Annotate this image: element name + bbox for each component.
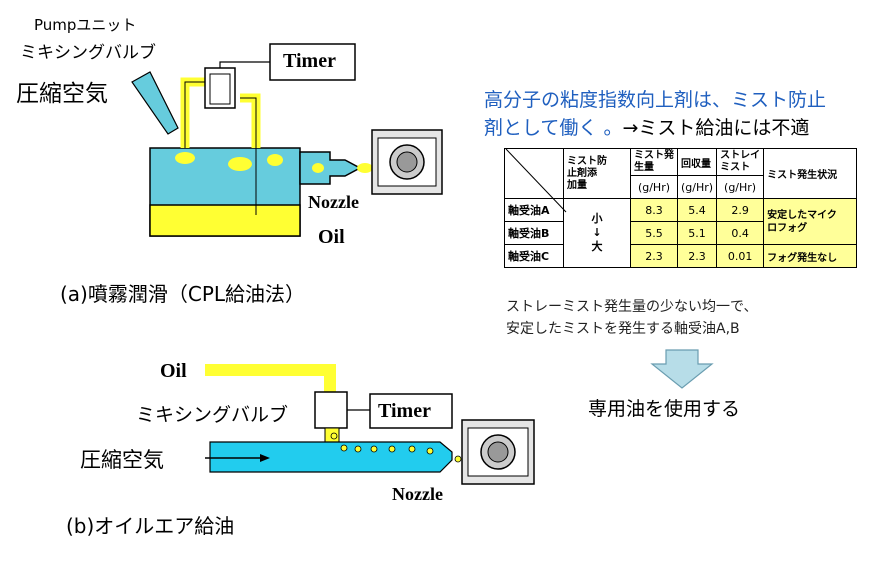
unit-stray: (g/Hr) (716, 175, 765, 199)
cell-c-stray: 0.01 (716, 244, 765, 268)
unit-recovery: (g/Hr) (676, 175, 718, 199)
mist-outlet-pipe (299, 151, 362, 185)
header-additive: ミスト防止剤添加量 (563, 148, 631, 199)
cell-b-recovery: 5.1 (676, 221, 718, 245)
oil-supply-pipe-b (205, 364, 336, 392)
header-recovery: 回収量 (676, 148, 718, 176)
air-flow-arrow (260, 454, 270, 462)
oil-label-a: Oil (318, 226, 345, 248)
caption-b: (b)オイルエア給油 (66, 514, 235, 538)
air-oil-pipe (209, 441, 453, 473)
bearing-a (371, 129, 443, 195)
timer-box-b (369, 393, 453, 429)
additive-scale: 小↓大 (563, 198, 631, 268)
nozzle-label-b: Nozzle (392, 484, 443, 504)
note-line1: ストレーミスト発生量の少ない均一で、 (506, 299, 758, 315)
status-ab: 安定したマイクロフォグ (763, 198, 858, 245)
conclusion-text: 専用油を使用する (588, 398, 741, 420)
mixing-valve-label-b: ミキシングバルブ (136, 404, 289, 426)
mist-particles-a (175, 152, 373, 173)
timer-box-a (269, 43, 356, 81)
cell-a-stray: 2.9 (716, 198, 765, 222)
cell-b-stray: 0.4 (716, 221, 765, 245)
row-name-b: 軸受油B (504, 221, 564, 245)
pump-unit-label: Pumpユニット (34, 16, 137, 34)
air-label-b: 圧縮空気 (80, 448, 164, 472)
row-name-c: 軸受油C (504, 244, 564, 268)
oil-droplets-b (330, 432, 462, 463)
header-stray: ストレイミスト (716, 148, 765, 176)
timer-label-b: Timer (378, 400, 431, 422)
headline-line2: 剤として働く 。→ミスト給油には不適 (484, 117, 810, 139)
cell-a-mist: 8.3 (630, 198, 678, 222)
headline-line1: 高分子の粘度指数向上剤は、ミスト防止 (484, 89, 827, 111)
air-inlet-pipe (131, 71, 179, 135)
cell-c-mist: 2.3 (630, 244, 678, 268)
note-line2: 安定したミストを発生する軸受油A,B (506, 321, 740, 337)
timer-label-a: Timer (283, 50, 336, 72)
down-arrow-icon (650, 349, 714, 389)
header-mist: ミスト発生量 (630, 148, 678, 176)
row-name-a: 軸受油A (504, 198, 564, 222)
oil-reservoir (149, 204, 301, 237)
cell-a-recovery: 5.4 (676, 198, 718, 222)
nozzle-label-a: Nozzle (308, 192, 359, 212)
unit-mist: (g/Hr) (630, 175, 678, 199)
air-label-a: 圧縮空気 (16, 81, 108, 107)
oil-label-b: Oil (160, 360, 187, 382)
mixing-valve-b (314, 391, 348, 429)
cell-b-mist: 5.5 (630, 221, 678, 245)
status-c: フォグ発生なし (763, 244, 858, 268)
bearing-b (461, 419, 535, 485)
cell-c-recovery: 2.3 (676, 244, 718, 268)
mixing-valve-label-a: ミキシングバルブ (20, 43, 156, 63)
header-status: ミスト発生状況 (763, 148, 858, 199)
mist-test-table: ミスト防止剤添加量 ミスト発生量 回収量 ストレイミスト ミスト発生状況 (g/… (504, 148, 858, 268)
caption-a: (a)噴霧潤滑（CPL給油法） (60, 282, 306, 306)
